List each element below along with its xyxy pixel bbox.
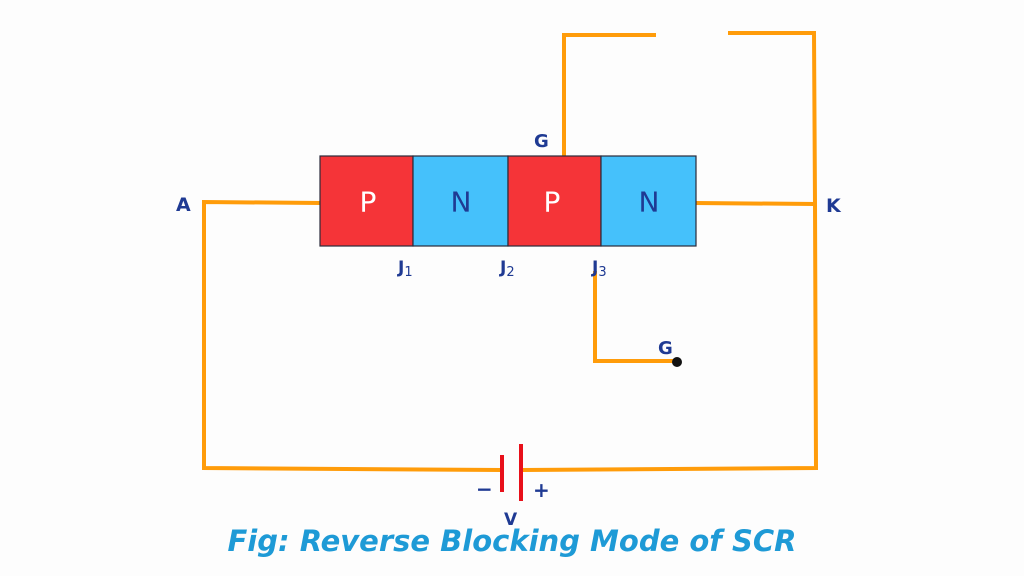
junction-j3-label: J3 (591, 258, 607, 280)
battery-plus-sign: + (533, 478, 550, 502)
junction-j1-label: J1 (397, 258, 413, 280)
gate-open-label: G (658, 338, 673, 359)
figure-caption: Fig: Reverse Blocking Mode of SCR (227, 524, 797, 558)
battery-voltage-label: V (504, 510, 518, 530)
anode-wire (202, 199, 503, 473)
gate-top-label: G (534, 131, 549, 152)
gate-top-wire-right (728, 31, 818, 207)
layer-p2 (507, 155, 602, 247)
junction-j2-label: J2 (499, 258, 515, 280)
layer-p2-label: P (544, 186, 561, 219)
gate-lower-wire (593, 271, 678, 363)
anode-label: A (176, 194, 191, 216)
layer-n2 (600, 155, 697, 247)
scr-body: P N P N (319, 155, 697, 247)
layer-n2-label: N (639, 186, 660, 219)
layer-p1-label: P (360, 186, 377, 219)
gate-terminal-dot (672, 357, 682, 367)
wires (202, 31, 819, 473)
junction-labels: J1 J2 J3 (397, 258, 607, 280)
layer-n1-label: N (451, 186, 472, 219)
battery-symbol: − + V (476, 444, 550, 530)
battery-minus-sign: − (476, 477, 493, 501)
gate-top-wire-left (562, 33, 656, 158)
cathode-label: K (826, 195, 842, 217)
cathode-wire (521, 200, 819, 473)
layer-n1 (412, 155, 509, 247)
layer-p1 (319, 155, 414, 247)
